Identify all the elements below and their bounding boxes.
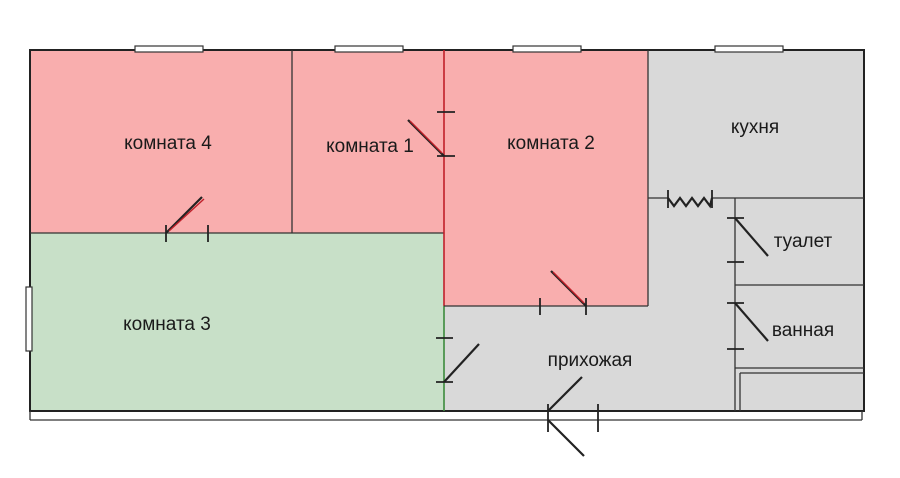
service-area (444, 50, 864, 411)
window-room2 (512, 45, 582, 53)
outer-wall (29, 49, 865, 412)
entrance-door-leaf-in (547, 376, 583, 412)
door-room2-leaf (550, 270, 587, 307)
window-room1 (334, 45, 404, 53)
window-room3 (25, 286, 33, 352)
door-room2-leaf-accent (552, 271, 585, 304)
hallway-label: прихожая (548, 350, 633, 371)
room-2-label: комната 2 (507, 133, 595, 154)
entrance-door-leaf-out (547, 419, 585, 457)
room-1-area (292, 50, 444, 233)
door-toilet-leaf (734, 217, 769, 257)
kitchen-door-zigzag (667, 196, 714, 209)
bathroom-label: ванная (772, 320, 834, 341)
door-room1-leaf-accent (409, 120, 443, 154)
window-room4 (134, 45, 204, 53)
door-bath-leaf (734, 302, 769, 342)
door-room4-leaf-accent (168, 198, 205, 232)
window-kitchen (714, 45, 784, 53)
room-3-area (30, 233, 444, 411)
door-room4-leaf (165, 196, 203, 234)
room-4-label: комната 4 (124, 133, 212, 154)
toilet-label: туалет (774, 231, 833, 252)
door-room1-leaf (407, 119, 445, 157)
kitchen-label: кухня (731, 117, 779, 138)
room-4-area (30, 50, 292, 233)
room-3-label: комната 3 (123, 314, 211, 335)
door-room3-leaf (443, 343, 480, 383)
room-2-area (444, 50, 648, 306)
room-1-label: комната 1 (326, 136, 414, 157)
